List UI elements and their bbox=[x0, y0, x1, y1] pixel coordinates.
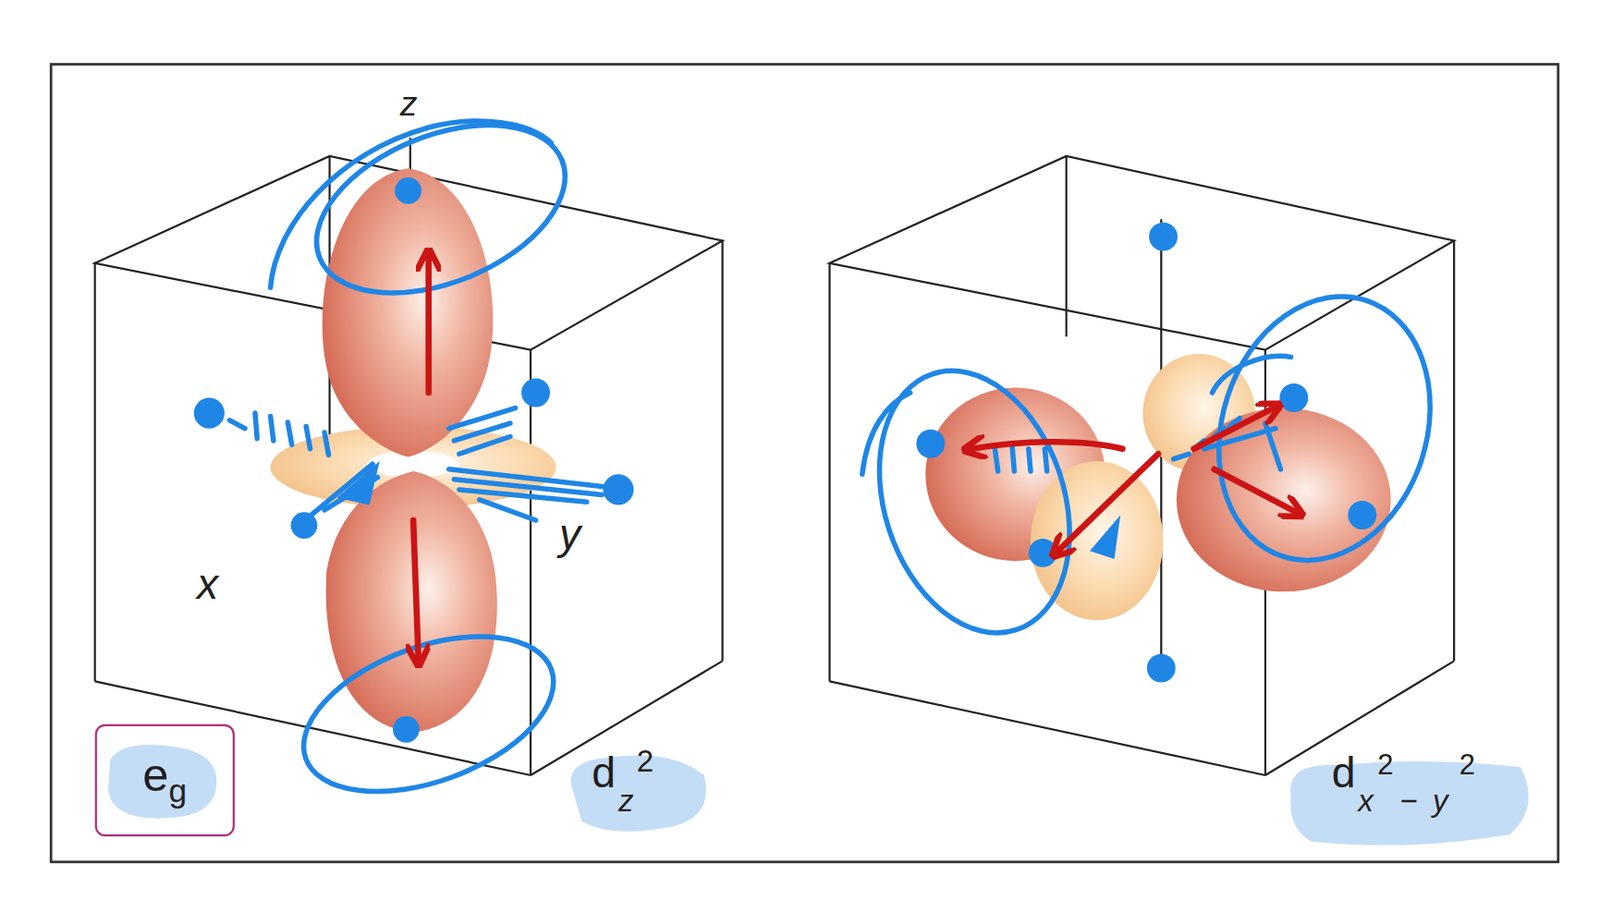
illustration-part bbox=[1214, 469, 1296, 513]
illustration-part bbox=[194, 398, 225, 429]
illustration-part bbox=[1185, 268, 1464, 588]
highlight-patches bbox=[108, 745, 1529, 846]
illustration-part bbox=[1147, 654, 1176, 684]
dx2-y2-orbital bbox=[925, 354, 1391, 621]
illustration-part bbox=[394, 177, 422, 205]
illustration-part bbox=[291, 512, 318, 539]
illustration-part bbox=[1194, 408, 1274, 450]
orbital-superscript: 2 bbox=[636, 745, 654, 777]
illustration-part bbox=[392, 716, 420, 744]
blue-annotations-left bbox=[229, 92, 612, 823]
orbital-subscript: z bbox=[618, 785, 635, 817]
illustration-part bbox=[862, 392, 911, 475]
symmetry-label: e bbox=[142, 751, 169, 799]
orbital-set-box: eg bbox=[95, 724, 235, 837]
illustration-part bbox=[449, 408, 516, 455]
illustration-part bbox=[282, 606, 575, 823]
orbital-name: d bbox=[1331, 752, 1356, 795]
illustration-part bbox=[521, 378, 550, 408]
illustration-part bbox=[108, 745, 217, 819]
illustration-part bbox=[830, 681, 1266, 776]
orbital-subscript: − bbox=[1400, 785, 1418, 817]
right-cube bbox=[830, 156, 1455, 776]
illustration-part bbox=[1173, 418, 1241, 460]
illustration-part bbox=[529, 350, 532, 776]
illustration-part bbox=[530, 660, 723, 776]
illustration-part bbox=[1030, 461, 1164, 621]
symmetry-subscript: g bbox=[169, 774, 188, 807]
orbital-subscript: x bbox=[1357, 785, 1374, 817]
illustration-part bbox=[322, 168, 494, 457]
illustration-part bbox=[916, 429, 945, 459]
illustration-part bbox=[1204, 423, 1282, 470]
illustration-part bbox=[1089, 514, 1121, 559]
illustration-part bbox=[326, 471, 498, 733]
blue-annotations-right bbox=[847, 268, 1464, 659]
illustration-part bbox=[425, 256, 432, 393]
illustration-part bbox=[336, 461, 379, 505]
illustration-part bbox=[1265, 660, 1454, 776]
illustration-part bbox=[1290, 761, 1529, 846]
illustration-part bbox=[971, 441, 1123, 449]
illustration-part bbox=[1065, 156, 1068, 337]
axis-label: x bbox=[196, 562, 219, 606]
illustration-part bbox=[94, 263, 97, 683]
illustration-part bbox=[1028, 538, 1058, 568]
blue-dots-left bbox=[194, 177, 635, 744]
left-cube bbox=[95, 137, 723, 776]
illustration-part bbox=[1058, 453, 1159, 551]
illustration-part bbox=[270, 121, 552, 288]
illustration-part bbox=[602, 474, 634, 505]
axis-label: y bbox=[559, 512, 581, 556]
illustration-part bbox=[413, 520, 419, 659]
illustration-part bbox=[1148, 222, 1178, 252]
illustration-part bbox=[1453, 241, 1455, 662]
illustration-part bbox=[1279, 383, 1308, 413]
illustration-part bbox=[229, 413, 329, 455]
outer-frame bbox=[50, 64, 1559, 863]
orbital-subscript: y bbox=[1432, 785, 1449, 817]
illustration-part bbox=[994, 447, 1047, 472]
illustration-part bbox=[847, 346, 1102, 659]
illustration-part bbox=[720, 241, 723, 662]
illustration-part bbox=[1211, 355, 1291, 393]
red-arrows bbox=[413, 256, 1296, 659]
orbital-superscript: 2 bbox=[1459, 751, 1476, 781]
illustration-part bbox=[1176, 408, 1392, 593]
illustration-part bbox=[830, 156, 1455, 351]
orbital-superscript: 2 bbox=[1377, 751, 1393, 781]
illustration-part bbox=[1347, 500, 1377, 530]
axis-label: z bbox=[400, 85, 418, 122]
illustration-part bbox=[449, 469, 613, 521]
illustration-part bbox=[828, 263, 831, 683]
orbital-name: d bbox=[591, 752, 616, 795]
blue-dots-right bbox=[916, 222, 1377, 684]
